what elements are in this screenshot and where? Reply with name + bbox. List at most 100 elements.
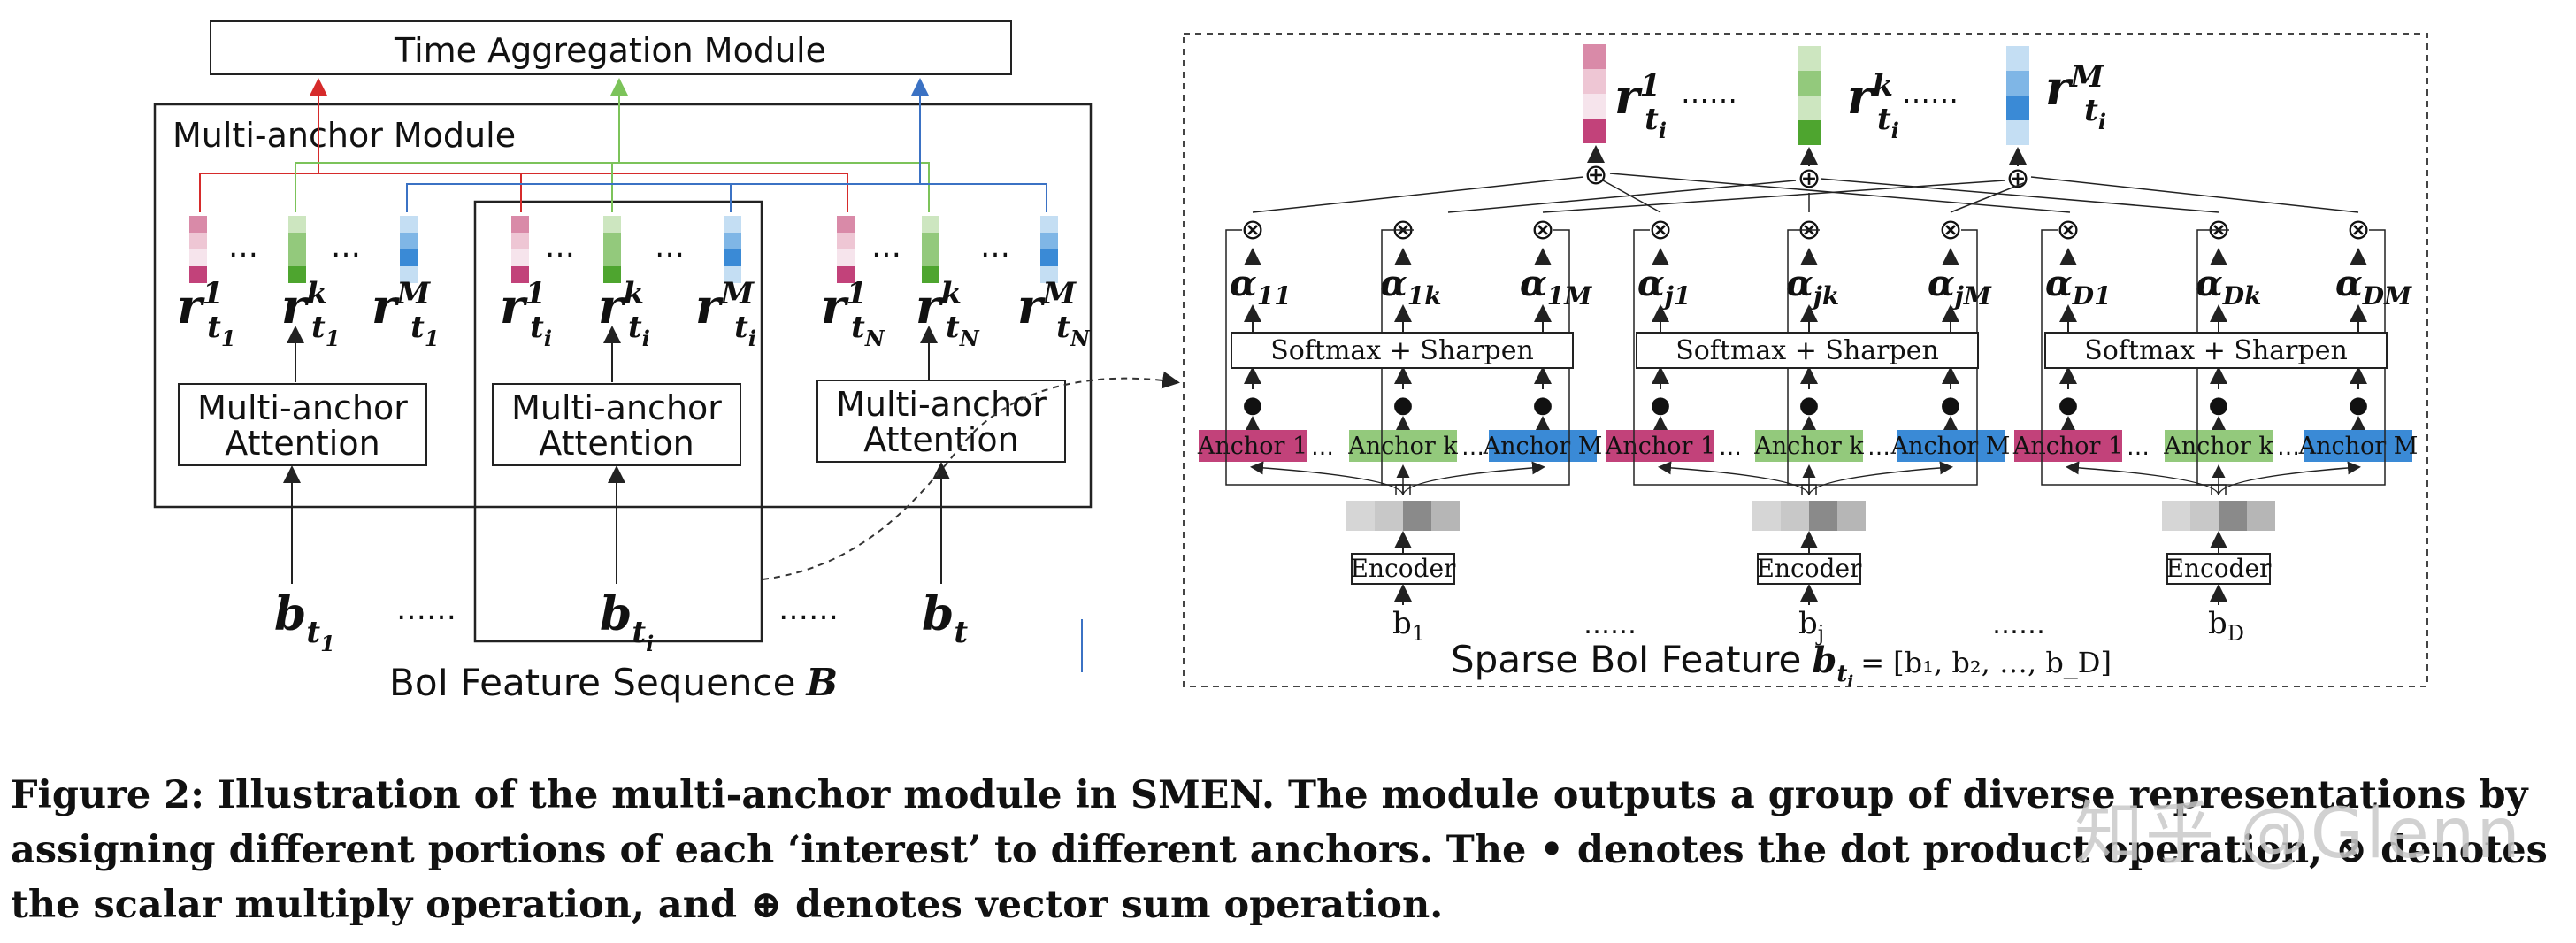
bar-segment xyxy=(288,249,306,266)
bar-segment xyxy=(2006,120,2029,145)
anchor-label: Anchor k xyxy=(1347,433,1458,460)
anchor-label: Anchor k xyxy=(2163,433,2273,460)
figure-diagram: Time Aggregation Module Multi-anchor Mod… xyxy=(153,20,2428,704)
skip-link xyxy=(2196,229,2229,495)
blue-bar xyxy=(724,216,741,283)
routing-lines xyxy=(199,78,1047,212)
attention-label: Attention xyxy=(863,420,1018,459)
alpha-label: α11 xyxy=(1230,263,1292,310)
anchor-group: ⊗α11●Anchor 1⊗α1k●Anchor k⊗α1M●Anchor M…… xyxy=(1197,212,1603,646)
multiply-node: ⊗ xyxy=(1531,212,1555,246)
bar-dots: … xyxy=(871,229,901,264)
top-dots: …… xyxy=(1902,76,1959,110)
anchor-dots: … xyxy=(1461,434,1484,461)
green-bar xyxy=(288,216,306,283)
encoder-box xyxy=(2166,553,2271,585)
bar-segment xyxy=(603,249,621,266)
encoder-anchor-link xyxy=(2066,461,2220,496)
mult-sum-link xyxy=(1609,172,2071,213)
bar-dots: … xyxy=(228,229,258,264)
embedding-cell xyxy=(1403,501,1431,531)
mult-sum-link xyxy=(1602,180,1661,213)
bar-segment xyxy=(400,266,418,283)
alpha-label: α1k xyxy=(1380,263,1442,310)
multiply-node: ⊗ xyxy=(2347,212,2371,246)
dot-product-node: ● xyxy=(1533,392,1553,418)
anchor-group: ⊗αj1●Anchor 1⊗αjk●Anchor k⊗αjM●Anchor M…… xyxy=(1605,212,2011,646)
anchor-label: Anchor M xyxy=(1483,433,1603,460)
bar-segment xyxy=(511,249,529,266)
time-aggregation-box xyxy=(210,20,1012,75)
encoder-label: Encoder xyxy=(1351,554,1457,583)
dot-product-node: ● xyxy=(1393,392,1414,418)
input-dots: …… xyxy=(778,592,839,627)
attention-label: Multi-anchor xyxy=(197,388,408,427)
dot-product-node: ● xyxy=(1941,392,1961,418)
b-input-label: bj xyxy=(1798,606,1824,646)
zoom-connector xyxy=(762,371,1180,580)
attention-label: Multi-anchor xyxy=(836,385,1046,424)
dot-product-node: ● xyxy=(2058,392,2079,418)
anchor-dots: … xyxy=(1867,434,1890,461)
bar-segment xyxy=(288,266,306,283)
left-panel: Time Aggregation Module Multi-anchor Mod… xyxy=(153,20,1180,704)
embedding-cell xyxy=(2190,501,2219,531)
attention-box-ti xyxy=(492,383,741,466)
bar-dots: … xyxy=(331,229,361,264)
softmax-box xyxy=(2044,332,2388,369)
watermark: 知乎 @Glenn xyxy=(2074,794,2522,874)
anchor-dots: … xyxy=(2127,434,2150,461)
bar-segment xyxy=(1583,69,1606,94)
alpha-label: αDM xyxy=(2335,263,2412,310)
blue-route xyxy=(406,183,1047,212)
bar-segment xyxy=(922,249,939,266)
alpha-label: αjk xyxy=(1786,263,1839,310)
bar-segment xyxy=(189,266,207,283)
anchor-group: ⊗αD1●Anchor 1⊗αDk●Anchor k⊗αDM●Anchor M…… xyxy=(2012,212,2419,646)
mult-sum-link xyxy=(1252,176,1584,213)
mult-sum-link xyxy=(1820,178,2220,213)
multiply-node: ⊗ xyxy=(1392,212,1415,246)
bar-segment xyxy=(1798,96,1821,120)
top-rep-bars xyxy=(1583,44,2029,145)
bar-segment xyxy=(511,216,529,233)
bar-segment xyxy=(922,216,939,233)
anchor-box xyxy=(2304,430,2412,462)
anchor-box xyxy=(1489,430,1597,462)
skip-link xyxy=(1787,229,1820,495)
embedding-cell xyxy=(1752,501,1781,531)
softmax-label: Softmax + Sharpen xyxy=(1270,335,1534,366)
blue-bar xyxy=(400,216,418,283)
dot-product-node: ● xyxy=(1799,392,1820,418)
skip-link xyxy=(1381,229,1414,495)
bar-segment xyxy=(724,266,741,283)
attention-box-tn xyxy=(816,380,1066,463)
bar-segment xyxy=(1040,266,1058,283)
bar-segment xyxy=(288,233,306,249)
encoder-anchor-link xyxy=(1658,461,1810,496)
bar-segment xyxy=(1798,46,1821,71)
bar-dots: … xyxy=(655,229,685,264)
multi-anchor-module-box xyxy=(153,103,1092,509)
bar-segment xyxy=(1583,44,1606,69)
encoder-anchor-link xyxy=(1250,461,1404,496)
anchor-label: Anchor 1 xyxy=(1197,433,1307,460)
encoder-anchor-link xyxy=(1808,461,1953,496)
pink-bar xyxy=(837,216,855,283)
bar-segment xyxy=(288,216,306,233)
mult-sum-link xyxy=(2030,176,2359,213)
time-aggregation-label: Time Aggregation Module xyxy=(394,31,826,70)
alpha-label: αj1 xyxy=(1637,263,1690,310)
encoder-box xyxy=(1757,553,1861,585)
bar-segment xyxy=(1798,71,1821,96)
softmax-box xyxy=(1636,332,1979,369)
anchor-label: Anchor M xyxy=(1890,433,2011,460)
skip-link xyxy=(1395,229,1570,495)
dot-product-node: ● xyxy=(1243,392,1263,418)
anchor-box xyxy=(1349,430,1457,462)
anchor-label: Anchor 1 xyxy=(2012,433,2123,460)
bar-segment xyxy=(1583,94,1606,119)
